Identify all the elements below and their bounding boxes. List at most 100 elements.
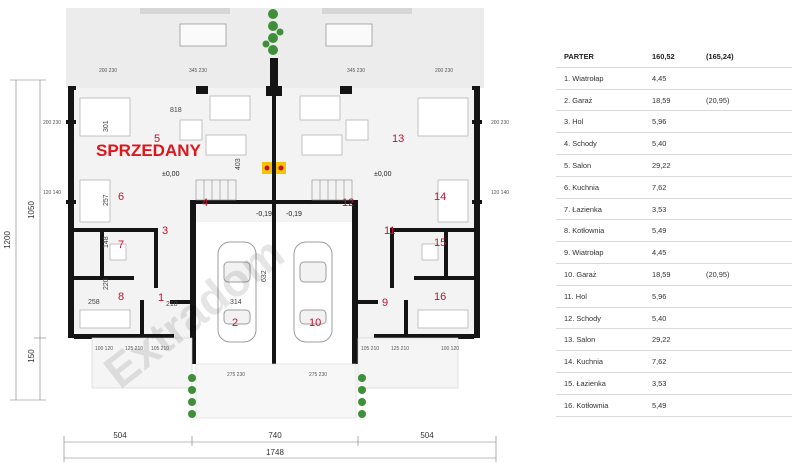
room-number: 7 (118, 239, 124, 251)
room-area: 29,22 (652, 160, 671, 170)
room-area: 18,59 (652, 95, 671, 105)
room-number: 16 (434, 291, 446, 303)
header-floor: PARTER (564, 52, 594, 61)
room-number: 15 (434, 237, 446, 249)
svg-text:105 210: 105 210 (361, 346, 379, 352)
room-number: 12 (342, 197, 354, 209)
svg-text:632: 632 (261, 270, 268, 282)
room-number: 8 (118, 291, 124, 303)
table-row: 13. Salon 29,22 (556, 329, 792, 352)
svg-text:200 230: 200 230 (43, 120, 61, 126)
room-number: 10 (309, 317, 321, 329)
svg-text:258: 258 (88, 299, 100, 306)
svg-text:125 210: 125 210 (391, 346, 409, 352)
room-name: 5. Salon (564, 160, 592, 170)
room-name: 3. Hol (564, 117, 584, 127)
table-row: 6. Kuchnia 7,62 (556, 177, 792, 199)
header-area-alt: (165,24) (706, 52, 734, 61)
room-name: 1. Wiatrołap (564, 73, 604, 83)
furniture (79, 95, 469, 329)
table-row: 9. Wiatrołap 4,45 (556, 242, 792, 264)
room-name: 13. Salon (564, 335, 596, 345)
svg-text:301: 301 (103, 120, 110, 132)
rooms-area-table: PARTER 160,52 (165,24) 1. Wiatrołap 4,45 2… (556, 46, 792, 417)
room-number: 6 (118, 191, 124, 203)
svg-text:±0,00: ±0,00 (374, 171, 392, 178)
svg-text:200 230: 200 230 (435, 68, 453, 74)
floor-plan: Extradom 504 740 504 1748 1200 1050 150 … (3, 8, 509, 462)
svg-text:125 210: 125 210 (125, 346, 143, 352)
room-area: 4,45 (652, 73, 667, 83)
driveway (195, 363, 357, 419)
room-number: 2 (232, 317, 238, 329)
car-right-icon (293, 241, 333, 343)
room-area: 7,62 (652, 182, 667, 192)
room-number: 13 (392, 133, 404, 145)
svg-text:148: 148 (103, 236, 110, 248)
table-row: 2. Garaż 18,59 (20,95) (556, 90, 792, 112)
svg-text:120 140: 120 140 (491, 190, 509, 196)
garden-table-right (325, 23, 373, 47)
svg-text:257: 257 (103, 194, 110, 206)
room-name: 2. Garaż (564, 95, 593, 105)
room-name: 9. Wiatrołap (564, 248, 604, 258)
dim-total-width: 1748 (266, 448, 284, 457)
window-tags: 200 230 345 230 345 230 200 230 200 230 … (43, 68, 509, 378)
room-area: 4,45 (652, 248, 667, 258)
shrub-row-left-icon (188, 374, 196, 418)
table-row: 5. Salon 29,22 (556, 155, 792, 177)
room-area: 5,49 (652, 400, 667, 410)
table-row: 8. Kotłownia 5,49 (556, 220, 792, 243)
dim-left-wing: 504 (113, 431, 127, 440)
dimension-lines (10, 79, 497, 462)
table-row: 1. Wiatrołap 4,45 (556, 68, 792, 90)
room-name: 8. Kotłownia (564, 226, 605, 236)
svg-text:345 230: 345 230 (347, 68, 365, 74)
svg-text:275 230: 275 230 (227, 372, 245, 378)
room-area-alt: (20,95) (706, 95, 730, 105)
room-name: 7. Łazienka (564, 204, 602, 214)
inner-dimensions: 818 403 301 257 148 220 258 210 314 632 (88, 107, 268, 308)
room-area: 18,59 (652, 269, 671, 279)
table-row: 3. Hol 5,96 (556, 111, 792, 134)
room-area: 29,22 (652, 335, 671, 345)
table-header: PARTER 160,52 (165,24) (556, 46, 792, 68)
dim-right-wing: 504 (420, 431, 434, 440)
table-row: 12. Schody 5,40 (556, 308, 792, 330)
room-number: 3 (162, 225, 168, 237)
dim-middle: 740 (268, 431, 282, 440)
room-area: 3,53 (652, 204, 667, 214)
car-left-icon (217, 241, 257, 343)
svg-text:818: 818 (170, 107, 182, 114)
room-name: 16. Kotłownia (564, 400, 609, 410)
svg-text:±0,00: ±0,00 (162, 171, 180, 178)
svg-text:403: 403 (235, 158, 242, 170)
svg-text:275 230: 275 230 (309, 372, 327, 378)
level-marks: ±0,00 ±0,00 -0,19 -0,19 (162, 171, 392, 218)
room-name: 14. Kuchnia (564, 357, 604, 367)
room-number: 1 (158, 292, 164, 304)
dim-depth: 1050 (27, 201, 36, 219)
svg-text:200 230: 200 230 (491, 120, 509, 126)
walls (66, 58, 482, 364)
svg-text:-0,19: -0,19 (286, 211, 302, 218)
table-body: 1. Wiatrołap 4,45 2. Garaż 18,59 (20,95) 3. H… (556, 68, 792, 417)
room-area: 5,49 (652, 226, 667, 236)
svg-text:210: 210 (166, 301, 178, 308)
dim-front: 150 (27, 349, 36, 363)
sold-stamp: SPRZEDANY (96, 141, 202, 160)
room-area: 5,40 (652, 313, 667, 323)
table-row: 16. Kotłownia 5,49 (556, 395, 792, 417)
svg-text:220: 220 (103, 278, 110, 290)
room-name: 10. Garaż (564, 269, 597, 279)
svg-text:105 210: 105 210 (151, 346, 169, 352)
room-area: 5,96 (652, 117, 667, 127)
room-name: 6. Kuchnia (564, 182, 599, 192)
room-name: 12. Schody (564, 313, 601, 323)
room-number: 5 (154, 133, 160, 145)
svg-text:314: 314 (230, 299, 242, 306)
